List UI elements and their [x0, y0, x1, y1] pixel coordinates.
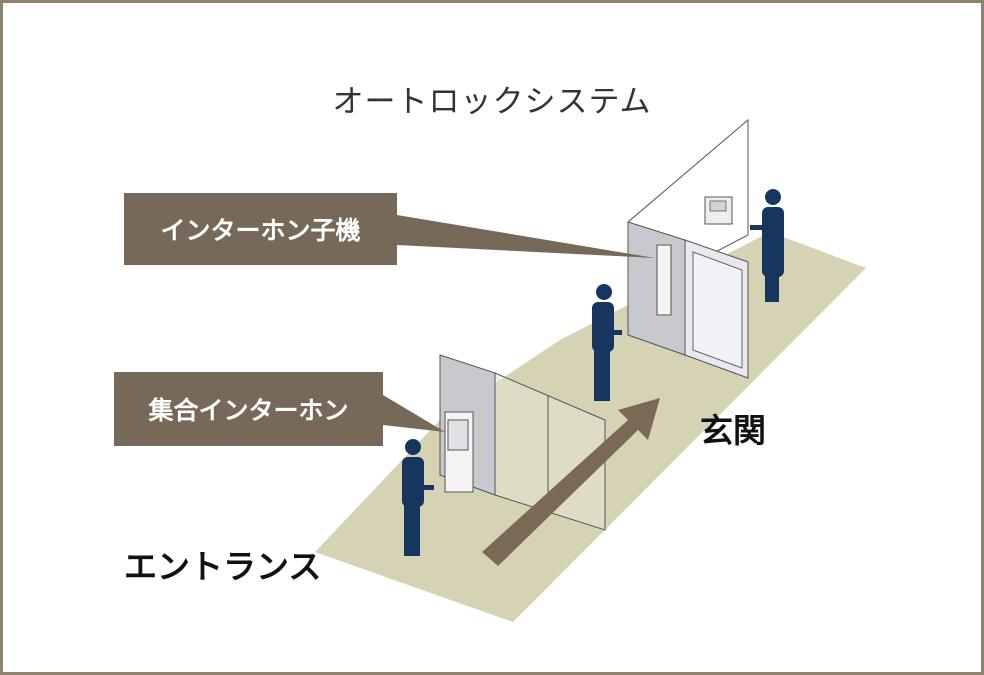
- pointer-unit-intercom: [397, 215, 655, 258]
- person-entrance: [402, 439, 434, 556]
- label-unit-intercom: インターホン子機: [124, 193, 397, 265]
- glass-door: [494, 372, 606, 531]
- pointer-collective-intercom: [383, 395, 445, 432]
- person-resident: [750, 189, 784, 302]
- label-entrance: エントランス: [124, 547, 322, 586]
- unit-intercom-icon: [656, 244, 672, 316]
- diagram-title: オートロックシステム: [332, 84, 652, 120]
- label-collective-intercom: 集合インターホン: [114, 372, 383, 446]
- person-corridor: [592, 284, 622, 401]
- direction-arrow: [482, 398, 660, 566]
- label-front-door: 玄関: [700, 411, 766, 450]
